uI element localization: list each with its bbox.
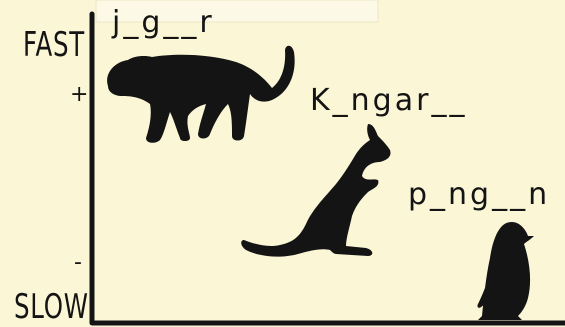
penguin-label: p_ng__n bbox=[408, 177, 551, 212]
jaguar-label: j_g__r bbox=[112, 5, 215, 40]
penguin-silhouette-icon bbox=[477, 222, 534, 320]
jaguar-silhouette-icon bbox=[107, 45, 295, 143]
paper-note bbox=[95, 0, 379, 23]
kangaroo-label: K_ngar__ bbox=[310, 83, 468, 118]
kangaroo-silhouette-icon bbox=[241, 124, 391, 257]
slow-label: SLOW bbox=[14, 287, 89, 327]
minus-sign: - bbox=[74, 250, 82, 275]
plus-sign: + bbox=[70, 82, 89, 107]
fast-label: FAST bbox=[23, 25, 85, 65]
